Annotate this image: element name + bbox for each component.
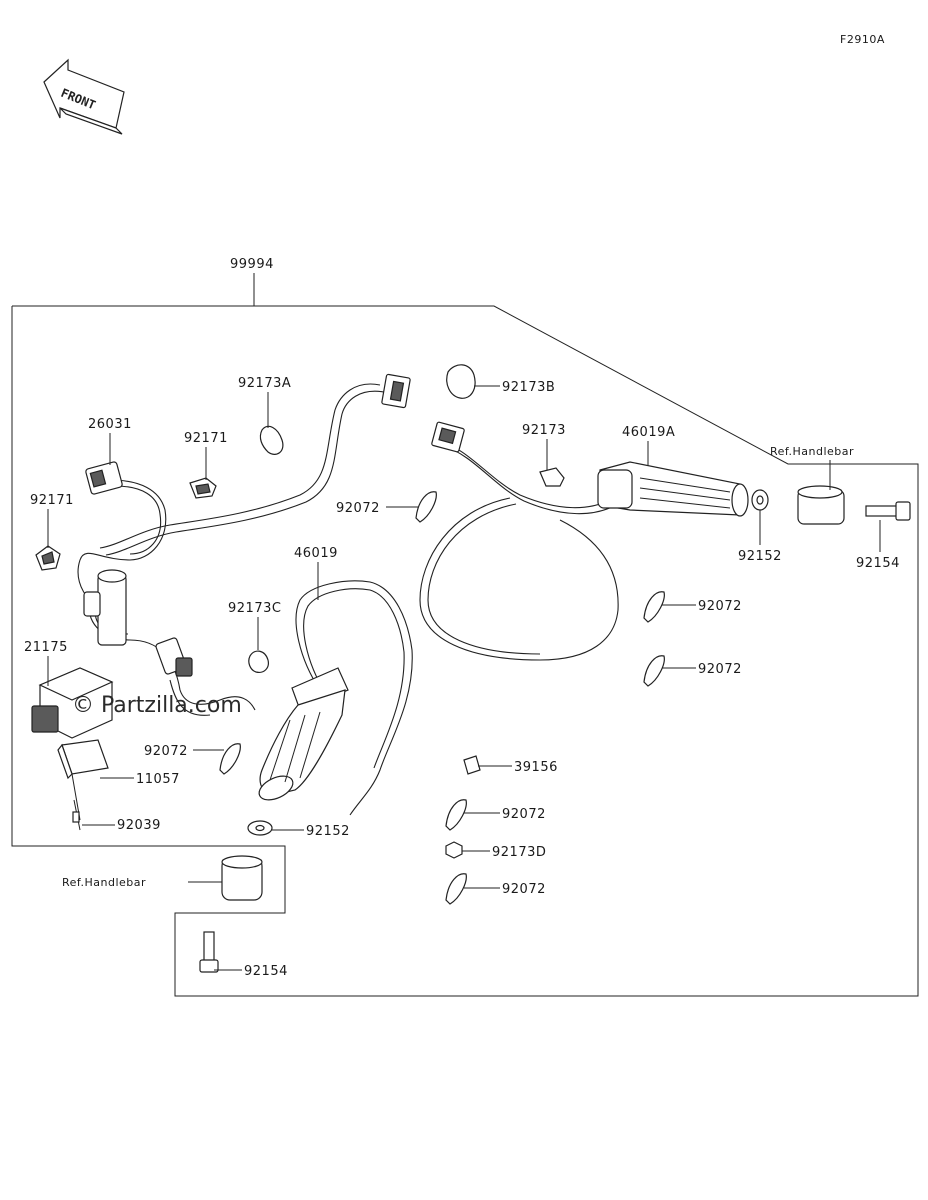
label-46019: 46019 <box>294 546 338 561</box>
label-92173C: 92173C <box>228 601 281 616</box>
label-92173B: 92173B <box>502 380 555 395</box>
heater-relay-socket <box>83 569 127 646</box>
part-92173D-nut <box>445 841 463 859</box>
part-92072-tie-d <box>643 655 665 687</box>
label-92072-a: 92072 <box>336 501 380 516</box>
label-92072-e: 92072 <box>502 807 546 822</box>
label-39156: 39156 <box>514 760 558 775</box>
part-92173B-band <box>446 364 476 399</box>
label-92173A: 92173A <box>238 376 291 391</box>
label-92173D: 92173D <box>492 845 546 860</box>
part-46019A-grip-right <box>419 421 749 661</box>
label-ref-handlebar-left: Ref.Handlebar <box>62 876 146 889</box>
wiring-harness <box>77 373 411 716</box>
assembly-outline <box>11 305 919 997</box>
label-92072-b: 92072 <box>144 744 188 759</box>
part-92173C-clamp <box>248 650 269 673</box>
label-92171-a: 92171 <box>184 431 228 446</box>
watermark: © Partzilla.com <box>72 693 242 718</box>
figure-code: F2910A <box>840 33 885 46</box>
label-92173: 92173 <box>522 423 566 438</box>
label-92154-b: 92154 <box>244 964 288 979</box>
label-92152-b: 92152 <box>738 549 782 564</box>
label-ref-handlebar-right: Ref.Handlebar <box>770 445 854 458</box>
part-92173A-band <box>259 425 284 455</box>
part-21175-relay <box>31 667 114 739</box>
label-92171-b: 92171 <box>30 493 74 508</box>
part-26031 <box>85 461 123 495</box>
part-92152-washer-left <box>247 820 273 836</box>
part-92072-tie-a <box>415 491 437 523</box>
part-92072-tie-f <box>445 873 467 905</box>
handlebar-end-right <box>797 485 845 525</box>
label-21175: 21175 <box>24 640 68 655</box>
part-39156-pad <box>463 755 481 775</box>
label-92072-d: 92072 <box>698 662 742 677</box>
part-92171-clip-b <box>35 545 61 571</box>
harness-connector-mid <box>155 637 193 677</box>
label-92072-f: 92072 <box>502 882 546 897</box>
label-26031: 26031 <box>88 417 132 432</box>
label-92072-c: 92072 <box>698 599 742 614</box>
label-99994: 99994 <box>230 257 274 272</box>
handlebar-end-left <box>221 855 263 901</box>
label-92154-a: 92154 <box>856 556 900 571</box>
label-92039: 92039 <box>117 818 161 833</box>
part-92173-bracket <box>539 467 565 487</box>
part-92039-screw <box>72 799 81 831</box>
label-11057: 11057 <box>136 772 180 787</box>
part-46019-grip-left <box>258 580 413 816</box>
part-92072-tie-c <box>643 591 665 623</box>
label-46019A: 46019A <box>622 425 675 440</box>
part-92154-bolt-left <box>199 931 219 973</box>
part-92072-tie-b <box>219 743 241 775</box>
part-92171-clip-a <box>189 477 217 499</box>
front-arrow-icon: FRONT <box>43 58 125 135</box>
part-92072-tie-e <box>445 799 467 831</box>
label-92152-a: 92152 <box>306 824 350 839</box>
part-92152-washer-right <box>751 489 769 511</box>
part-11057-bracket <box>57 739 109 821</box>
part-92154-bolt-right <box>865 501 911 521</box>
